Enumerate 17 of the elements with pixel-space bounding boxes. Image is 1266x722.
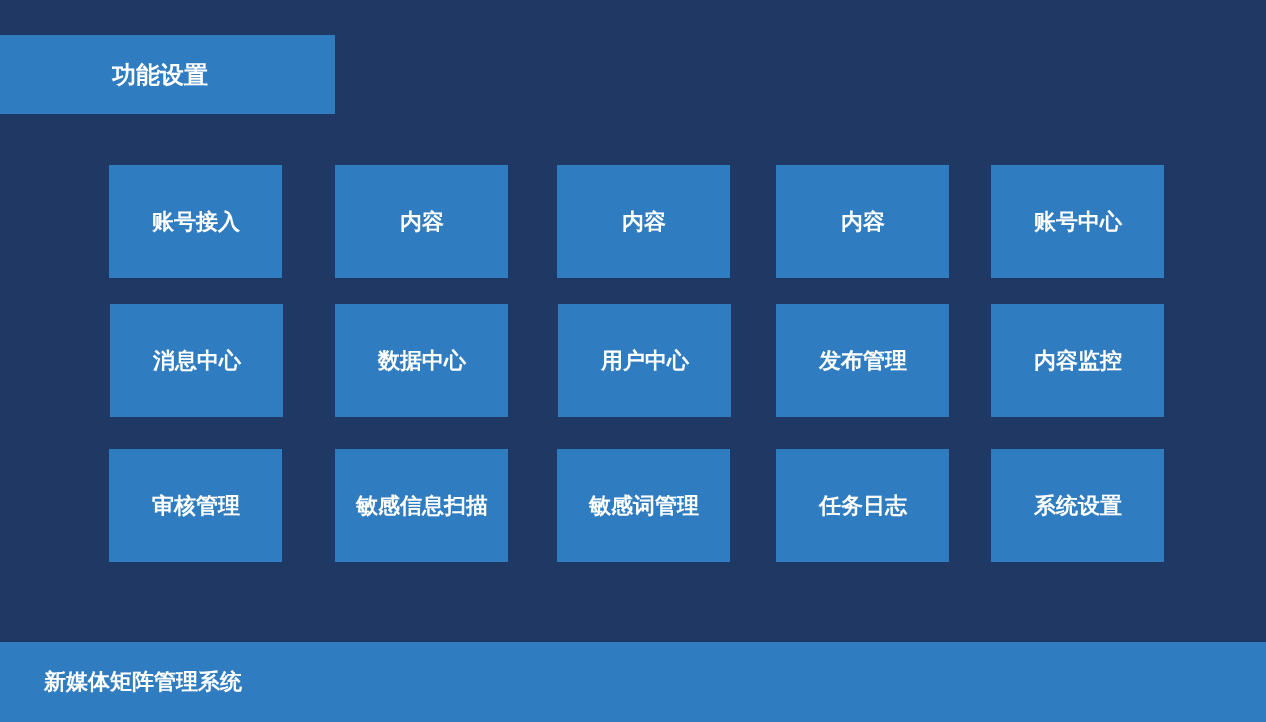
feature-tile: 发布管理 [776, 304, 949, 417]
feature-tile: 任务日志 [776, 449, 949, 562]
feature-tile: 用户中心 [558, 304, 731, 417]
section-banner: 功能设置 [0, 35, 335, 114]
feature-tile: 账号接入 [109, 165, 282, 278]
feature-tile: 敏感词管理 [557, 449, 730, 562]
feature-tile: 敏感信息扫描 [335, 449, 508, 562]
feature-tile: 内容 [335, 165, 508, 278]
feature-tile: 内容 [557, 165, 730, 278]
feature-tile: 系统设置 [991, 449, 1164, 562]
feature-tile: 内容监控 [991, 304, 1164, 417]
feature-tile: 消息中心 [110, 304, 283, 417]
feature-tile: 内容 [776, 165, 949, 278]
feature-tile: 数据中心 [335, 304, 508, 417]
footer-bar: 新媒体矩阵管理系统 [0, 642, 1266, 722]
feature-tile: 审核管理 [109, 449, 282, 562]
feature-tile: 账号中心 [991, 165, 1164, 278]
